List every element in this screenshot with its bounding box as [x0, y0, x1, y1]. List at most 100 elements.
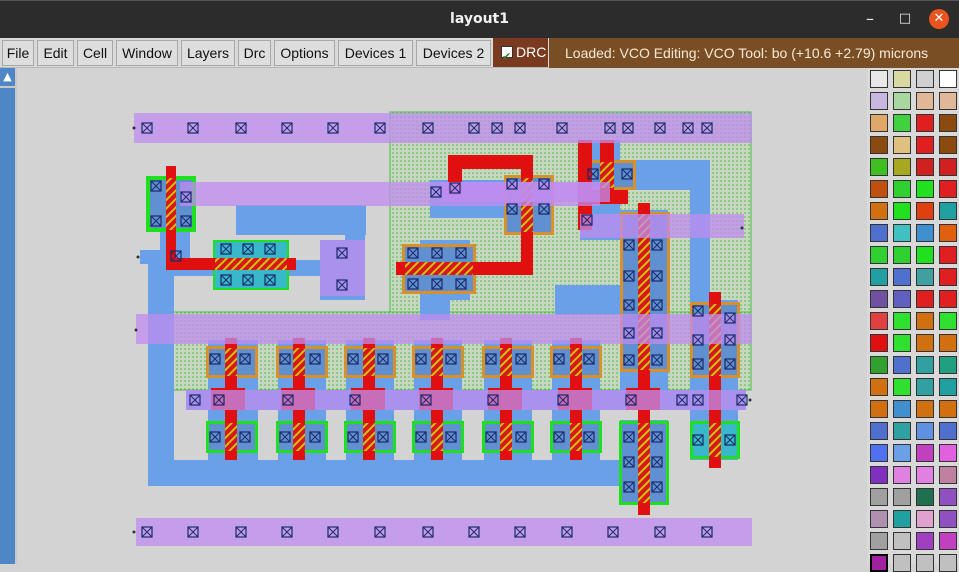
- menu-devices-1[interactable]: Devices 1: [338, 40, 413, 66]
- layer-swatch[interactable]: [870, 246, 888, 264]
- arrow-up-icon[interactable]: ▲: [0, 68, 15, 86]
- layer-swatch[interactable]: [870, 554, 888, 572]
- layer-swatch[interactable]: [916, 378, 934, 396]
- layer-swatch[interactable]: [916, 246, 934, 264]
- layer-swatch[interactable]: [893, 114, 911, 132]
- layer-swatch[interactable]: [893, 466, 911, 484]
- layer-swatch[interactable]: [893, 378, 911, 396]
- layer-swatch[interactable]: [870, 180, 888, 198]
- layer-swatch[interactable]: [916, 444, 934, 462]
- layer-swatch[interactable]: [870, 268, 888, 286]
- layer-swatch[interactable]: [916, 554, 934, 572]
- layer-swatch[interactable]: [870, 158, 888, 176]
- layer-swatch[interactable]: [893, 136, 911, 154]
- layer-swatch[interactable]: [916, 400, 934, 418]
- menu-window[interactable]: Window: [116, 40, 178, 66]
- layer-swatch[interactable]: [939, 180, 957, 198]
- maximize-icon[interactable]: □: [898, 11, 912, 26]
- menu-drc[interactable]: Drc: [238, 40, 271, 66]
- layer-swatch[interactable]: [893, 356, 911, 374]
- layer-swatch[interactable]: [916, 70, 934, 88]
- layer-swatch[interactable]: [893, 400, 911, 418]
- layer-swatch[interactable]: [893, 246, 911, 264]
- layer-swatch[interactable]: [939, 488, 957, 506]
- layer-swatch[interactable]: [870, 466, 888, 484]
- layer-swatch[interactable]: [939, 422, 957, 440]
- layer-swatch[interactable]: [893, 422, 911, 440]
- vertical-scrollbar[interactable]: ▲: [0, 68, 17, 564]
- layer-swatch[interactable]: [939, 70, 957, 88]
- layer-swatch[interactable]: [939, 356, 957, 374]
- layer-swatch[interactable]: [870, 334, 888, 352]
- layer-swatch[interactable]: [893, 180, 911, 198]
- menu-edit[interactable]: Edit: [37, 40, 74, 66]
- layer-swatch[interactable]: [916, 312, 934, 330]
- layer-swatch[interactable]: [916, 334, 934, 352]
- layer-swatch[interactable]: [893, 444, 911, 462]
- layer-swatch[interactable]: [916, 158, 934, 176]
- layer-swatch[interactable]: [939, 532, 957, 550]
- layer-swatch[interactable]: [870, 378, 888, 396]
- layer-swatch[interactable]: [916, 488, 934, 506]
- layer-swatch[interactable]: [939, 246, 957, 264]
- layer-swatch[interactable]: [893, 334, 911, 352]
- layer-swatch[interactable]: [916, 532, 934, 550]
- layer-swatch[interactable]: [893, 510, 911, 528]
- layer-swatch[interactable]: [870, 400, 888, 418]
- layer-swatch[interactable]: [939, 92, 957, 110]
- layer-swatch[interactable]: [916, 136, 934, 154]
- layer-swatch[interactable]: [939, 136, 957, 154]
- layer-swatch[interactable]: [870, 422, 888, 440]
- drc-toggle[interactable]: ✔DRC: [493, 38, 548, 67]
- layer-swatch[interactable]: [916, 114, 934, 132]
- layer-swatch[interactable]: [916, 202, 934, 220]
- drc-checkbox[interactable]: ✔: [501, 46, 513, 63]
- layer-swatch[interactable]: [916, 268, 934, 286]
- layer-swatch[interactable]: [916, 356, 934, 374]
- layer-swatch[interactable]: [939, 510, 957, 528]
- layer-swatch[interactable]: [870, 92, 888, 110]
- layer-swatch[interactable]: [870, 312, 888, 330]
- layer-swatch[interactable]: [870, 532, 888, 550]
- menu-file[interactable]: File: [2, 40, 34, 66]
- layer-swatch[interactable]: [870, 136, 888, 154]
- layer-swatch[interactable]: [916, 180, 934, 198]
- layer-swatch[interactable]: [893, 290, 911, 308]
- layer-swatch[interactable]: [893, 532, 911, 550]
- layer-swatch[interactable]: [939, 554, 957, 572]
- layer-swatch[interactable]: [893, 268, 911, 286]
- layer-swatch[interactable]: [893, 158, 911, 176]
- layer-swatch[interactable]: [939, 400, 957, 418]
- menu-layers[interactable]: Layers: [181, 40, 235, 66]
- layer-swatch[interactable]: [939, 158, 957, 176]
- menu-options[interactable]: Options: [274, 40, 335, 66]
- layer-swatch[interactable]: [916, 422, 934, 440]
- layer-swatch[interactable]: [916, 290, 934, 308]
- layer-swatch[interactable]: [870, 202, 888, 220]
- layer-swatch[interactable]: [916, 510, 934, 528]
- minimize-icon[interactable]: –: [866, 9, 874, 28]
- layer-swatch[interactable]: [870, 510, 888, 528]
- layer-swatch[interactable]: [893, 312, 911, 330]
- layout-drawing[interactable]: [17, 68, 867, 564]
- layer-swatch[interactable]: [893, 488, 911, 506]
- layer-swatch[interactable]: [893, 224, 911, 242]
- layer-swatch[interactable]: [939, 202, 957, 220]
- layer-swatch[interactable]: [939, 114, 957, 132]
- layer-swatch[interactable]: [893, 70, 911, 88]
- layer-swatch[interactable]: [939, 378, 957, 396]
- layer-swatch[interactable]: [870, 70, 888, 88]
- layer-swatch[interactable]: [939, 444, 957, 462]
- layer-swatch[interactable]: [916, 224, 934, 242]
- layer-swatch[interactable]: [916, 92, 934, 110]
- layer-swatch[interactable]: [893, 202, 911, 220]
- layer-swatch[interactable]: [916, 466, 934, 484]
- layer-swatch[interactable]: [870, 114, 888, 132]
- layer-swatch[interactable]: [939, 224, 957, 242]
- layer-swatch[interactable]: [939, 268, 957, 286]
- layer-swatch[interactable]: [870, 290, 888, 308]
- layout-canvas[interactable]: [17, 68, 867, 564]
- layer-swatch[interactable]: [939, 466, 957, 484]
- layer-swatch[interactable]: [870, 488, 888, 506]
- menu-cell[interactable]: Cell: [77, 40, 113, 66]
